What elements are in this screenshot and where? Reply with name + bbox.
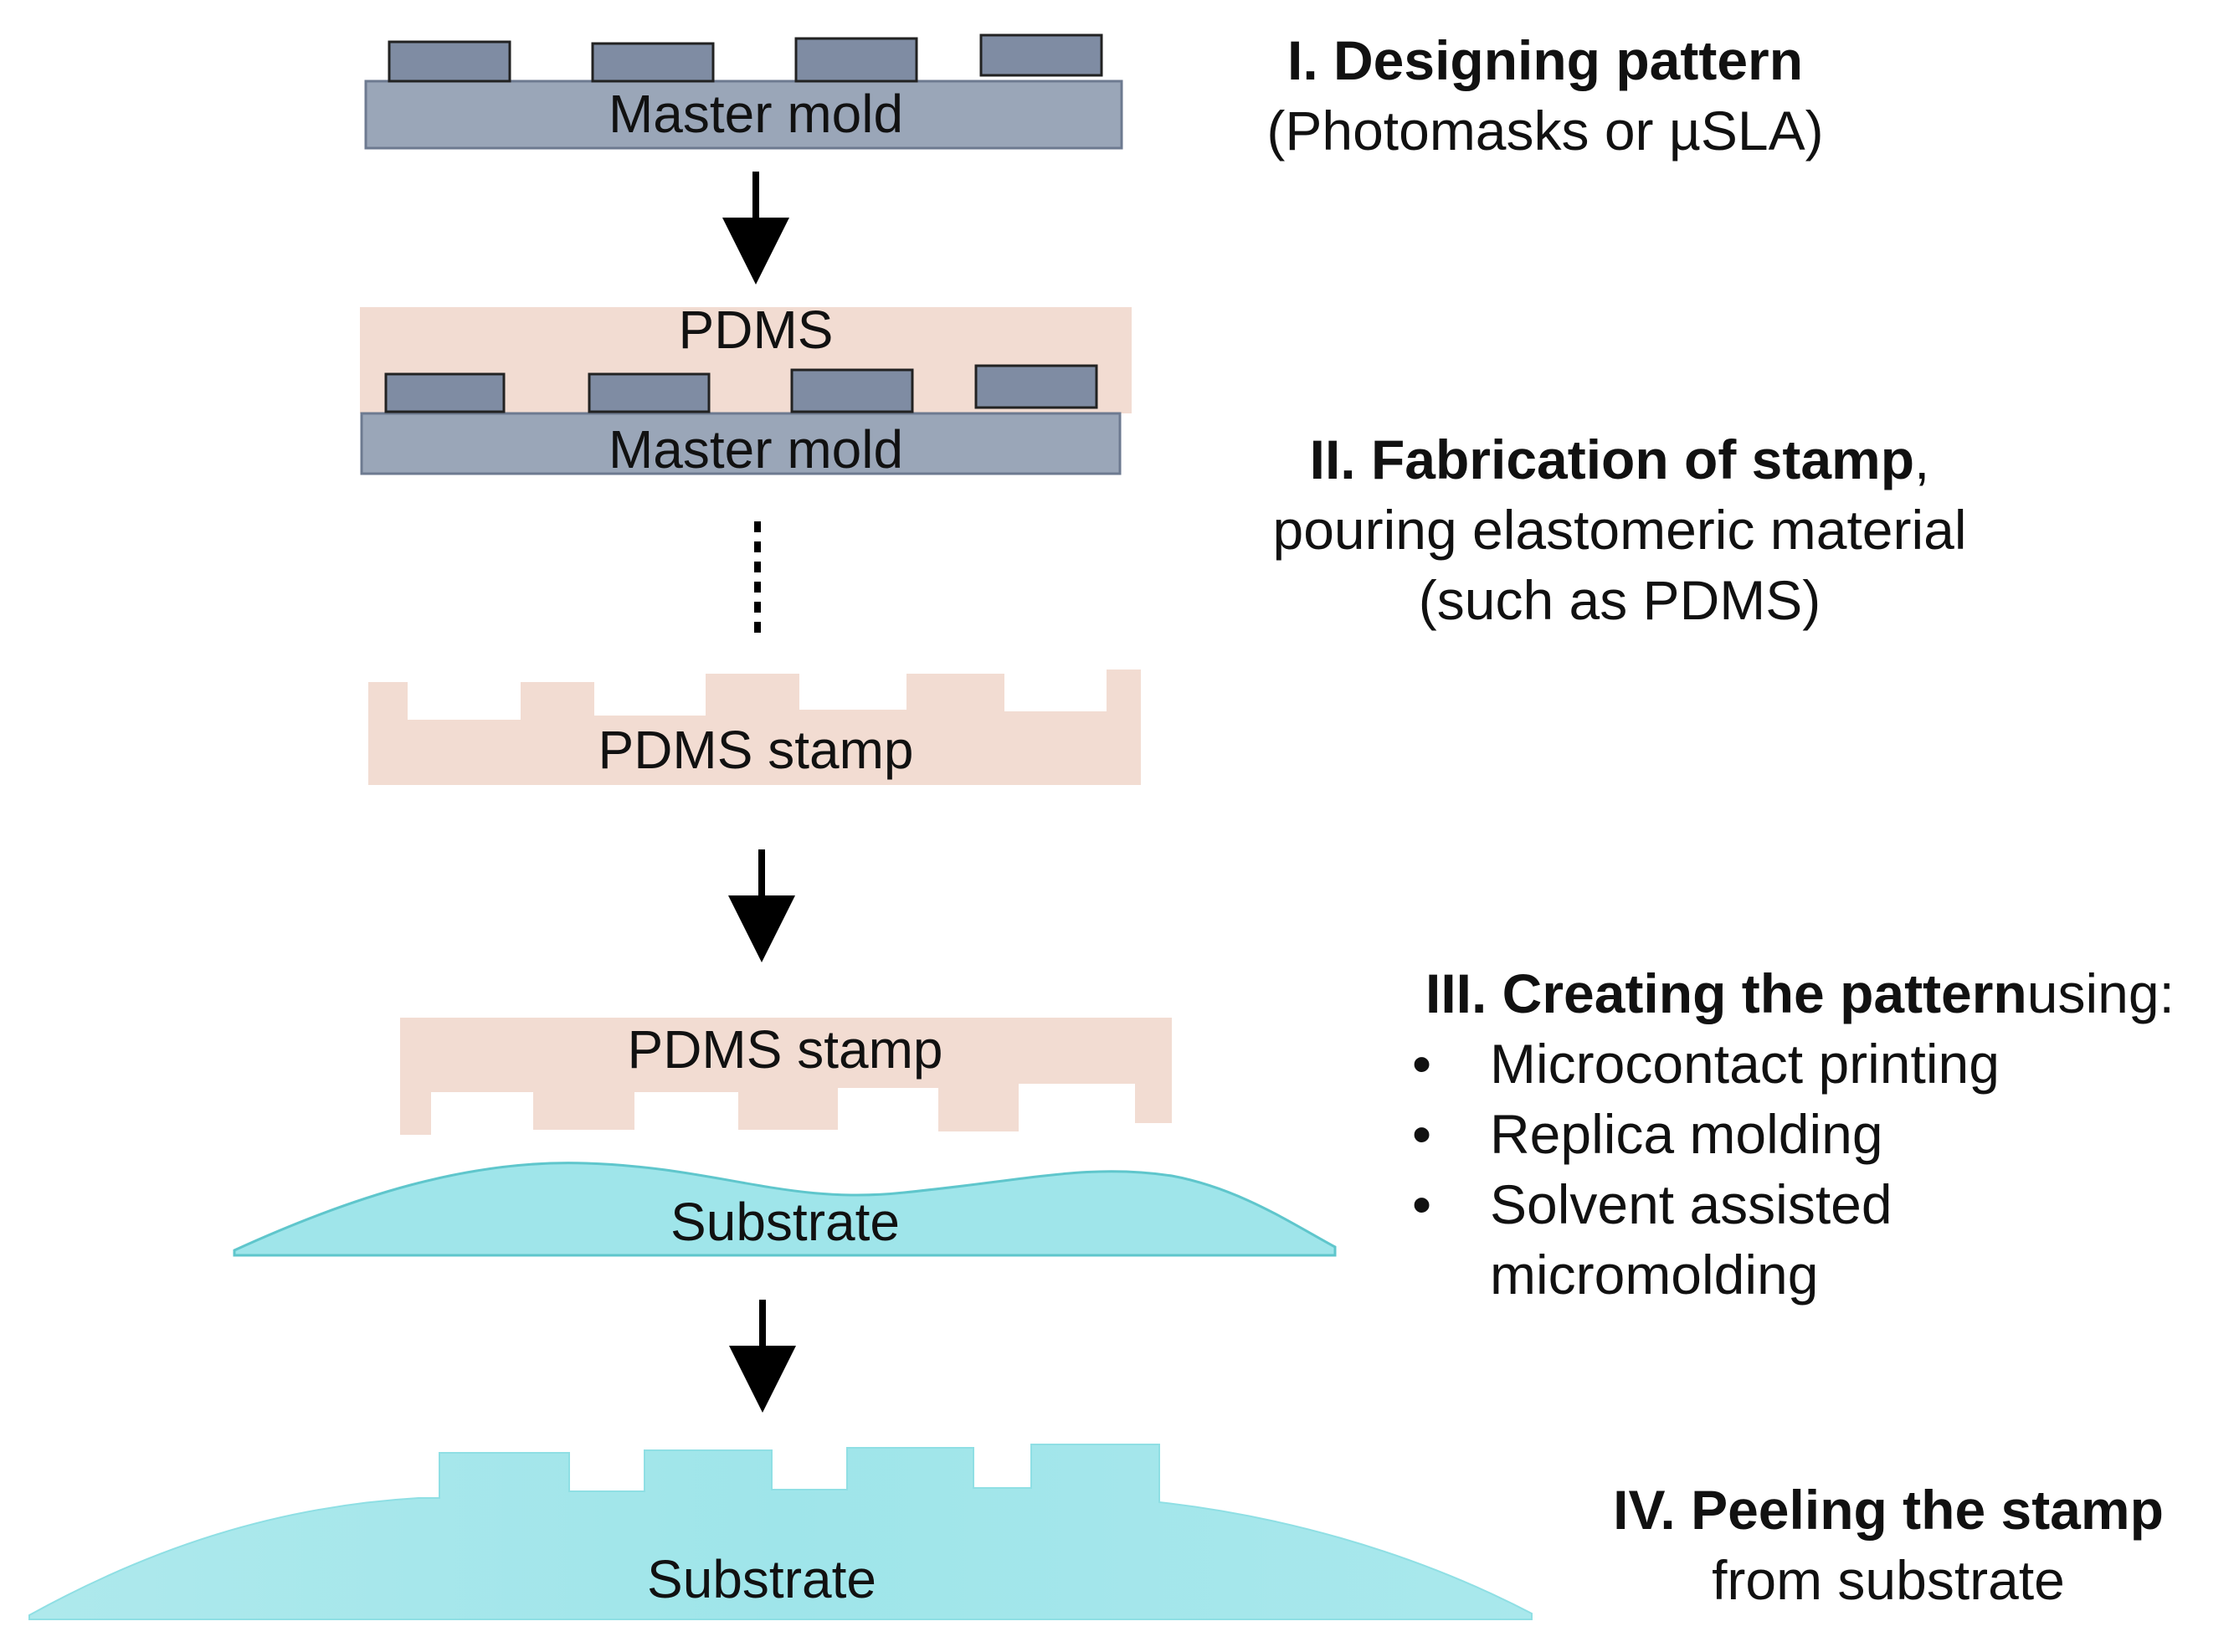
substrate-1 — [233, 1162, 1337, 1257]
label-substrate-1: Substrate — [670, 1192, 900, 1252]
master-mold-2-feature — [384, 372, 506, 413]
step-3-bullet-item: • Microcontact printing — [1412, 1029, 2175, 1099]
step-3-title-tail: using: — [2026, 962, 2175, 1024]
pdms-stamp-2 — [400, 1018, 1172, 1135]
step-1-subtitle: (Photomasks or µSLA) — [1266, 100, 1824, 162]
master-mold-1-base — [364, 80, 1123, 150]
step-3-title: III. Creating the pattern — [1425, 962, 2027, 1024]
label-master-mold-2: Master mold — [608, 419, 904, 480]
master-mold-1 — [364, 33, 1123, 150]
step-3-item-continuation: micromolding — [1490, 1239, 2175, 1310]
bullet-icon: • — [1412, 1103, 1432, 1165]
master-mold-2-feature — [974, 364, 1098, 409]
step-2-text: II. Fabrication of stamp, pouring elasto… — [1272, 424, 1966, 635]
step-3-item-label: Solvent assisted — [1490, 1173, 1892, 1235]
bullet-icon: • — [1412, 1033, 1432, 1095]
master-mold-1-feature — [979, 33, 1103, 77]
pdms-stamp-1 — [368, 670, 1141, 785]
step-2-title-tail: , — [1914, 428, 1930, 490]
step-2-line3: (such as PDMS) — [1418, 569, 1821, 631]
step-3-item-label: Microcontact printing — [1490, 1033, 2000, 1095]
step-2-line2: pouring elastomeric material — [1272, 499, 1967, 561]
master-mold-1-feature — [794, 37, 918, 83]
step-1-title: I. Designing pattern — [1286, 29, 1804, 91]
label-substrate-2: Substrate — [647, 1549, 876, 1609]
step-3-text: III. Creating the pattern using: • Microc… — [1412, 958, 2175, 1310]
step-4-text: IV. Peeling the stamp from substrate — [1613, 1475, 2164, 1615]
label-master-mold-1: Master mold — [608, 84, 904, 144]
label-pdms-stamp-2: PDMS stamp — [627, 1019, 943, 1080]
step-4-title: IV. Peeling the stamp — [1613, 1479, 2164, 1541]
step-3-bullet-item: • Solvent assisted — [1412, 1169, 2175, 1239]
step-3-bullet-item: • Replica molding — [1412, 1099, 2175, 1169]
label-pdms: PDMS — [678, 300, 834, 360]
step-4-subtitle: from substrate — [1712, 1549, 2065, 1611]
step-1-text: I. Designing pattern (Photomasks or µSLA… — [1266, 25, 1823, 166]
master-mold-2-base — [360, 412, 1122, 475]
master-mold-1-feature — [388, 40, 511, 83]
bullet-icon: • — [1412, 1173, 1432, 1235]
step-2-title: II. Fabrication of stamp — [1309, 428, 1915, 490]
pdms-on-mold — [360, 307, 1132, 475]
label-pdms-stamp-1: PDMS stamp — [598, 720, 914, 780]
master-mold-2-feature — [790, 368, 914, 413]
master-mold-1-feature — [591, 42, 715, 83]
step-3-item-label: micromolding — [1490, 1244, 1819, 1306]
master-mold-2-feature — [588, 372, 711, 413]
substrate-2 — [28, 1444, 1533, 1620]
step-3-item-label: Replica molding — [1490, 1103, 1883, 1165]
